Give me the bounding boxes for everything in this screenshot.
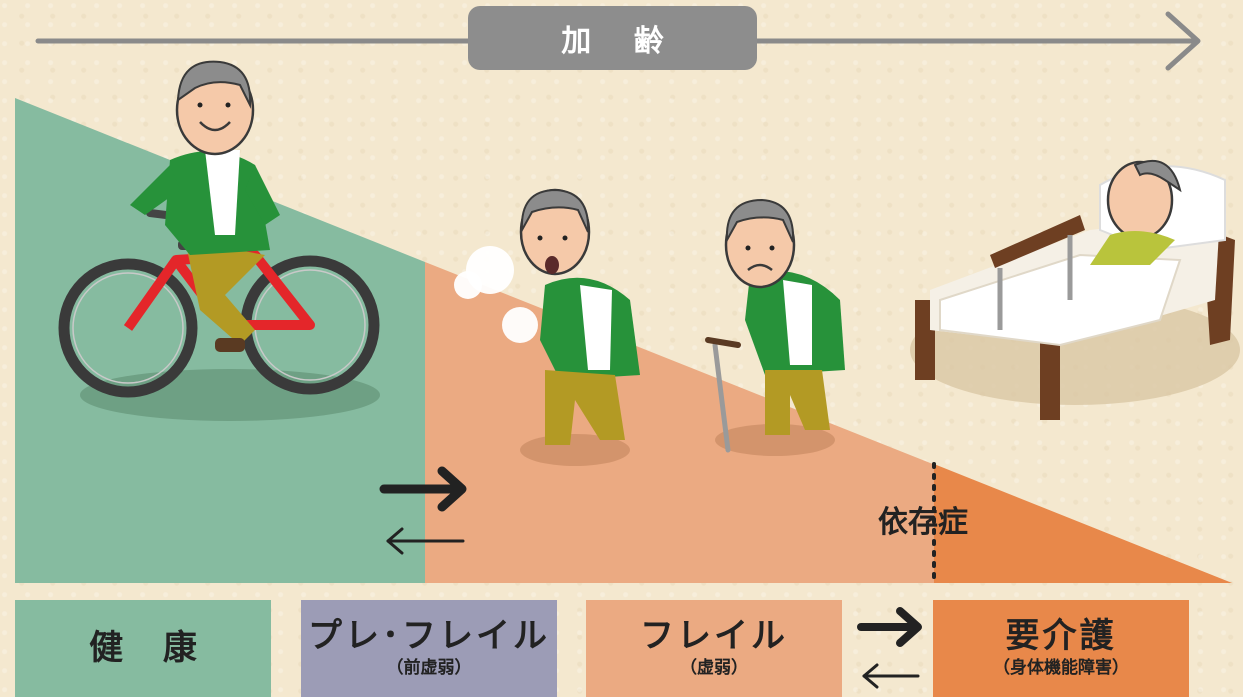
stage-care-title: 要介護 xyxy=(1005,615,1117,656)
aging-label: 加 齢 xyxy=(468,6,757,70)
backward-arrow-icon xyxy=(386,527,465,555)
forward-arrow-icon xyxy=(857,607,922,647)
cyclist-illustration xyxy=(58,60,380,421)
stage-frail-subtitle: （虚弱） xyxy=(680,658,748,679)
cane-man-illustration xyxy=(705,198,845,456)
bedridden-man-illustration xyxy=(910,160,1240,420)
stage-pre-frail-subtitle: （前虚弱） xyxy=(386,658,472,679)
stage-health-title: 健 康 xyxy=(89,627,211,668)
stage-pre-frail-title: プレ･フレイル xyxy=(308,615,550,656)
backward-arrow-icon xyxy=(862,663,920,689)
forward-arrow-icon xyxy=(379,466,467,512)
care-zone xyxy=(934,464,1232,583)
stage-health-box: 健 康 xyxy=(15,600,271,697)
stage-care-box: 要介護 （身体機能障害） xyxy=(933,600,1189,697)
dependence-label: 依存症 xyxy=(878,505,968,540)
stage-pre-frail-box: プレ･フレイル （前虚弱） xyxy=(301,600,557,697)
tired-man-illustration xyxy=(454,188,640,466)
stage-frail-box: フレイル （虚弱） xyxy=(586,600,842,697)
stage-frail-title: フレイル xyxy=(640,615,788,656)
stage-care-subtitle: （身体機能障害） xyxy=(993,658,1129,679)
aging-label-text: 加 齢 xyxy=(561,24,680,59)
